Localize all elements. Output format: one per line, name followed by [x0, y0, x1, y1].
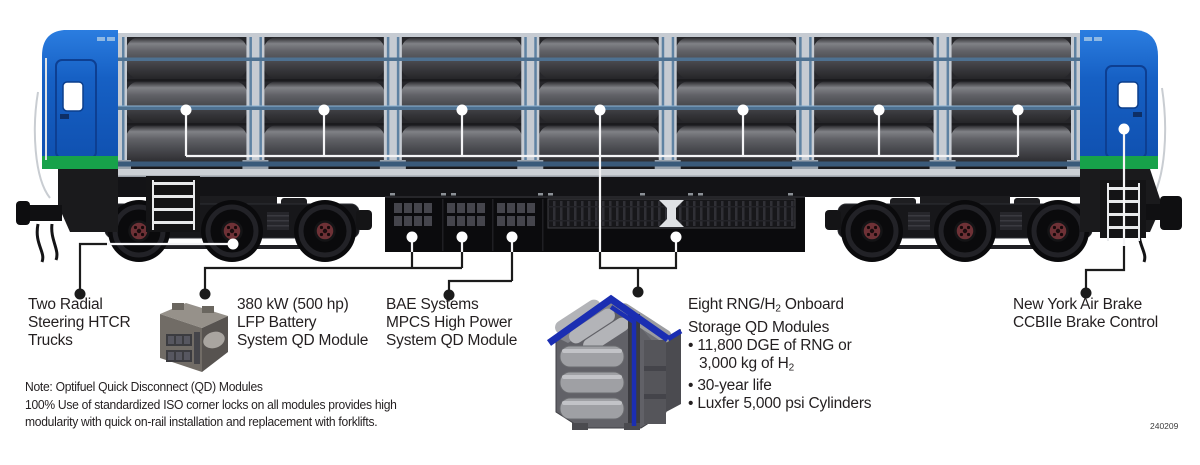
underbody-equipment	[385, 193, 805, 252]
storage-line-3: • 11,800 DGE of RNG or	[688, 336, 852, 354]
battery-line-3: System QD Module	[237, 332, 369, 349]
bae-line-1: BAE Systems	[386, 296, 479, 313]
rear-truck	[825, 196, 1105, 262]
bae-line-2: MPCS High Power	[386, 314, 513, 331]
air-brake-line-1: New York Air Brake	[1013, 296, 1143, 313]
note-line-3: modularity with quick on-rail installati…	[25, 414, 378, 429]
qd-note: Note: Optifuel Quick Disconnect (QD) Mod…	[25, 378, 397, 431]
battery-line-2: LFP Battery	[237, 314, 317, 331]
callout-label-air-brake: New York Air Brake CCBIIe Brake Control	[1013, 296, 1158, 332]
battery-module-image	[160, 303, 228, 372]
air-brake-line-2: CCBIIe Brake Control	[1013, 314, 1159, 331]
battery-line-1: 380 kW (500 hp)	[237, 296, 349, 313]
right-pilot	[1080, 169, 1182, 263]
bae-line-3: System QD Module	[386, 332, 518, 349]
h2-subscript: 2	[775, 303, 781, 315]
h2-subscript: 2	[788, 362, 795, 373]
storage-module-image	[546, 294, 683, 430]
document-number: 240209	[1150, 421, 1179, 431]
callout-label-bae: BAE Systems MPCS High Power System QD Mo…	[386, 296, 517, 350]
note-line-2: 100% Use of standardized ISO corner lock…	[25, 396, 397, 412]
callout-label-storage: Eight RNG/H2 Onboard Storage QD Modules …	[688, 296, 872, 413]
cylinder-rack	[105, 33, 1093, 177]
trucks-line-2: Steering HTCR	[28, 314, 131, 331]
trucks-line-1: Two Radial	[28, 296, 103, 313]
left-pilot	[16, 169, 200, 263]
right-cab	[1080, 30, 1167, 203]
left-cab	[33, 30, 118, 199]
storage-line-2: Storage QD Modules	[688, 318, 830, 336]
trucks-line-3: Trucks	[28, 332, 73, 349]
callout-label-trucks: Two Radial Steering HTCR Trucks	[28, 296, 131, 350]
front-truck	[92, 196, 372, 262]
callout-lines	[78, 110, 1126, 290]
storage-line-1: Eight RNG/H2 Onboard	[688, 296, 844, 315]
callout-label-battery: 380 kW (500 hp) LFP Battery System QD Mo…	[237, 296, 368, 350]
storage-line-4: 3,000 kg of H2	[699, 354, 795, 374]
storage-line-5: • 30-year life	[688, 377, 772, 394]
note-line-1: Note: Optifuel Quick Disconnect (QD) Mod…	[25, 379, 263, 394]
storage-line-6: • Luxfer 5,000 psi Cylinders	[688, 395, 872, 412]
callout-dots	[74, 104, 1130, 301]
